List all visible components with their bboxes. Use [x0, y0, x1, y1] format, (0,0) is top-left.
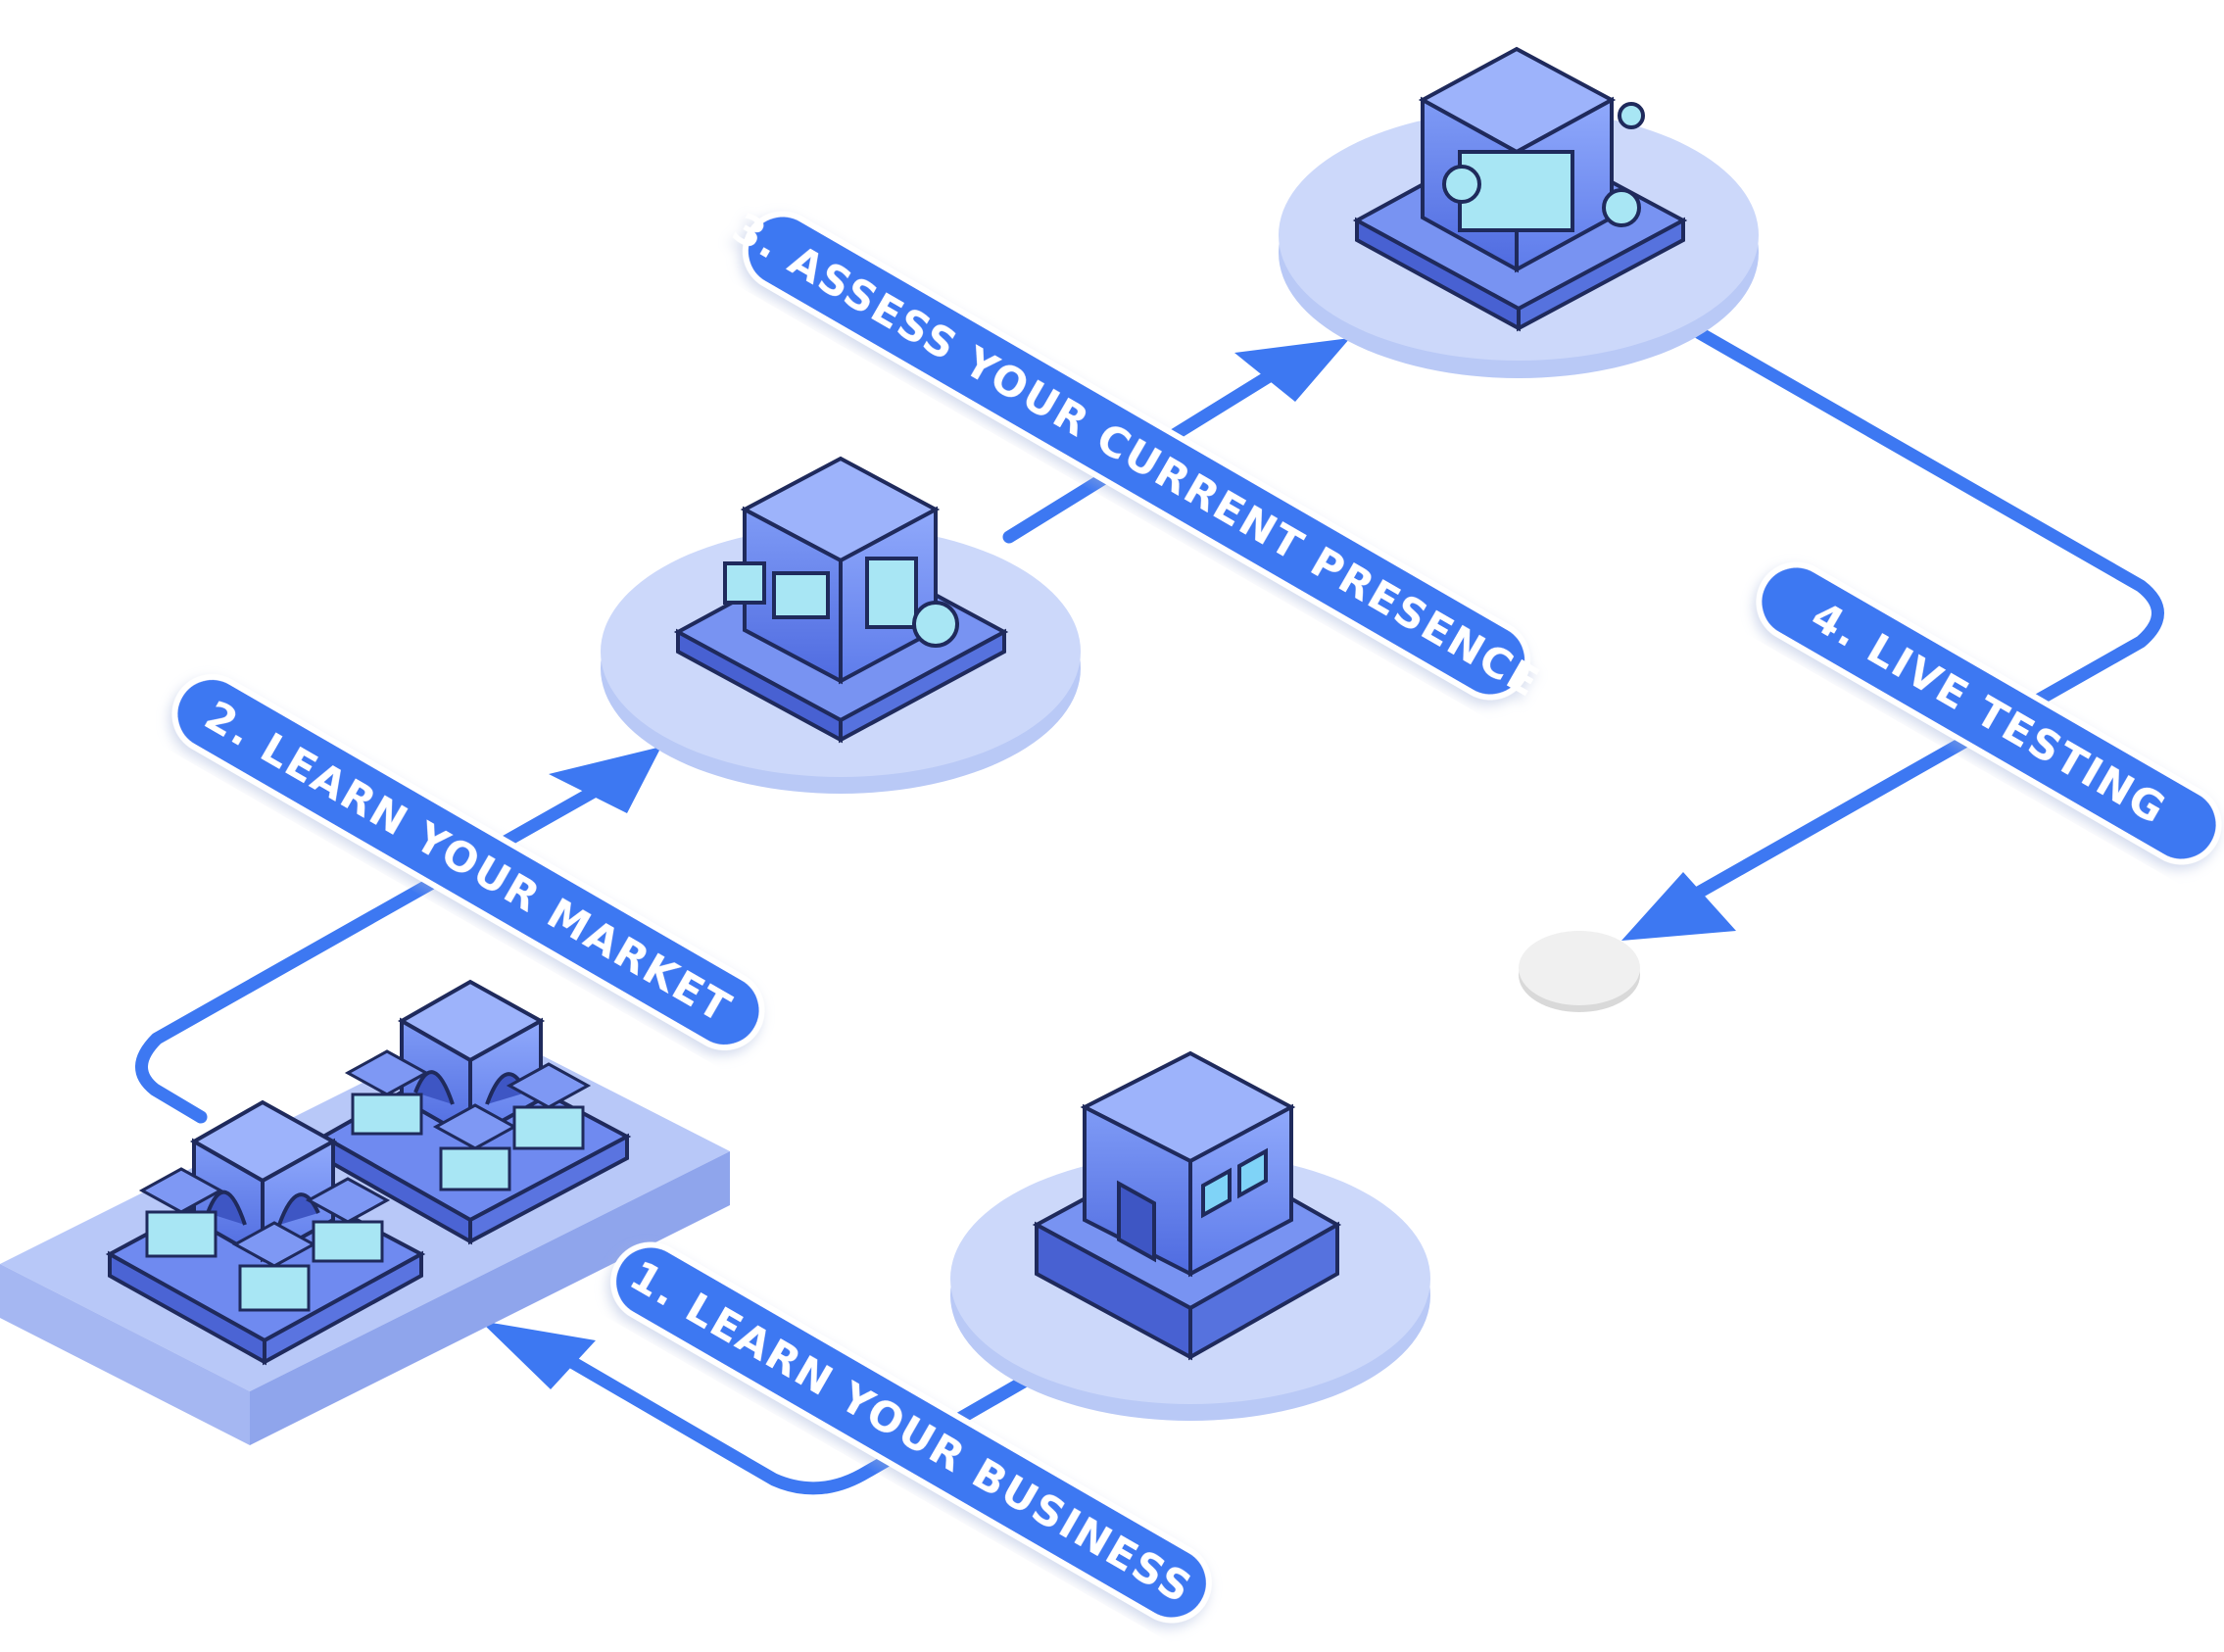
- magnifier-icon: [1442, 165, 1481, 204]
- business-platform: [950, 1050, 1430, 1421]
- market-platform: [0, 979, 730, 1445]
- market-stall-icon: [138, 1049, 592, 1312]
- research-platform: [601, 456, 1081, 794]
- window-icon: [1237, 1147, 1268, 1199]
- clock-icon: [912, 601, 959, 648]
- end-point: [1519, 931, 1640, 1012]
- arrow-icon: [549, 747, 661, 813]
- connector-assess-to-testing: [1659, 326, 2164, 918]
- document-icon: [723, 561, 766, 605]
- chart-board-icon: [865, 557, 918, 629]
- book-icon: [772, 571, 830, 619]
- connector-business-to-market: [556, 1350, 1031, 1495]
- assess-platform: [1279, 46, 1759, 378]
- connector-market-to-research: [135, 777, 614, 1124]
- arrow-icon: [480, 1321, 596, 1389]
- door-icon: [1117, 1180, 1156, 1263]
- arrow-heads: [480, 338, 1736, 1389]
- building-icon: [1032, 1050, 1342, 1361]
- lightbulb-icon: [1618, 102, 1645, 129]
- window-icon: [1201, 1167, 1232, 1219]
- arrow-icon: [1234, 338, 1350, 402]
- arrow-icon: [1621, 872, 1736, 941]
- clock-icon: [1602, 188, 1641, 227]
